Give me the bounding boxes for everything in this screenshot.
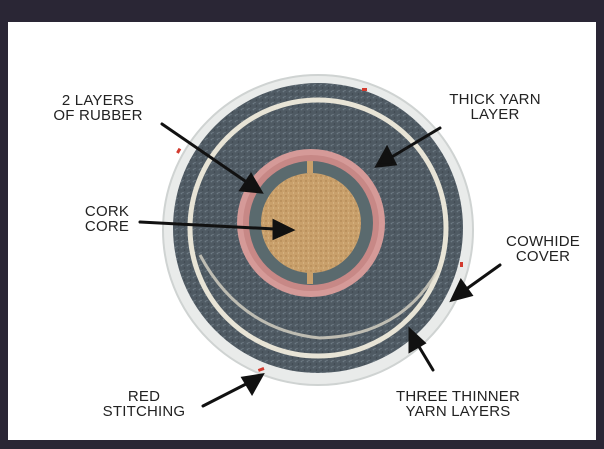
label-cork: CORK CORE	[72, 204, 142, 234]
arrow-stitching-head	[243, 375, 262, 393]
label-thick-yarn: THICK YARN LAYER	[430, 92, 560, 122]
arrow-stitching	[203, 383, 248, 406]
rubber-seam-top	[307, 161, 313, 173]
rubber-seam-bottom	[307, 272, 313, 284]
label-stitching: RED STITCHING	[84, 389, 204, 419]
label-thin-yarn: THREE THINNER YARN LAYERS	[378, 389, 538, 419]
arrow-cowhide	[465, 265, 500, 290]
arrow-thin-yarn	[418, 345, 433, 370]
label-cowhide: COWHIDE COVER	[488, 234, 598, 264]
label-rubber: 2 LAYERS OF RUBBER	[38, 93, 158, 123]
